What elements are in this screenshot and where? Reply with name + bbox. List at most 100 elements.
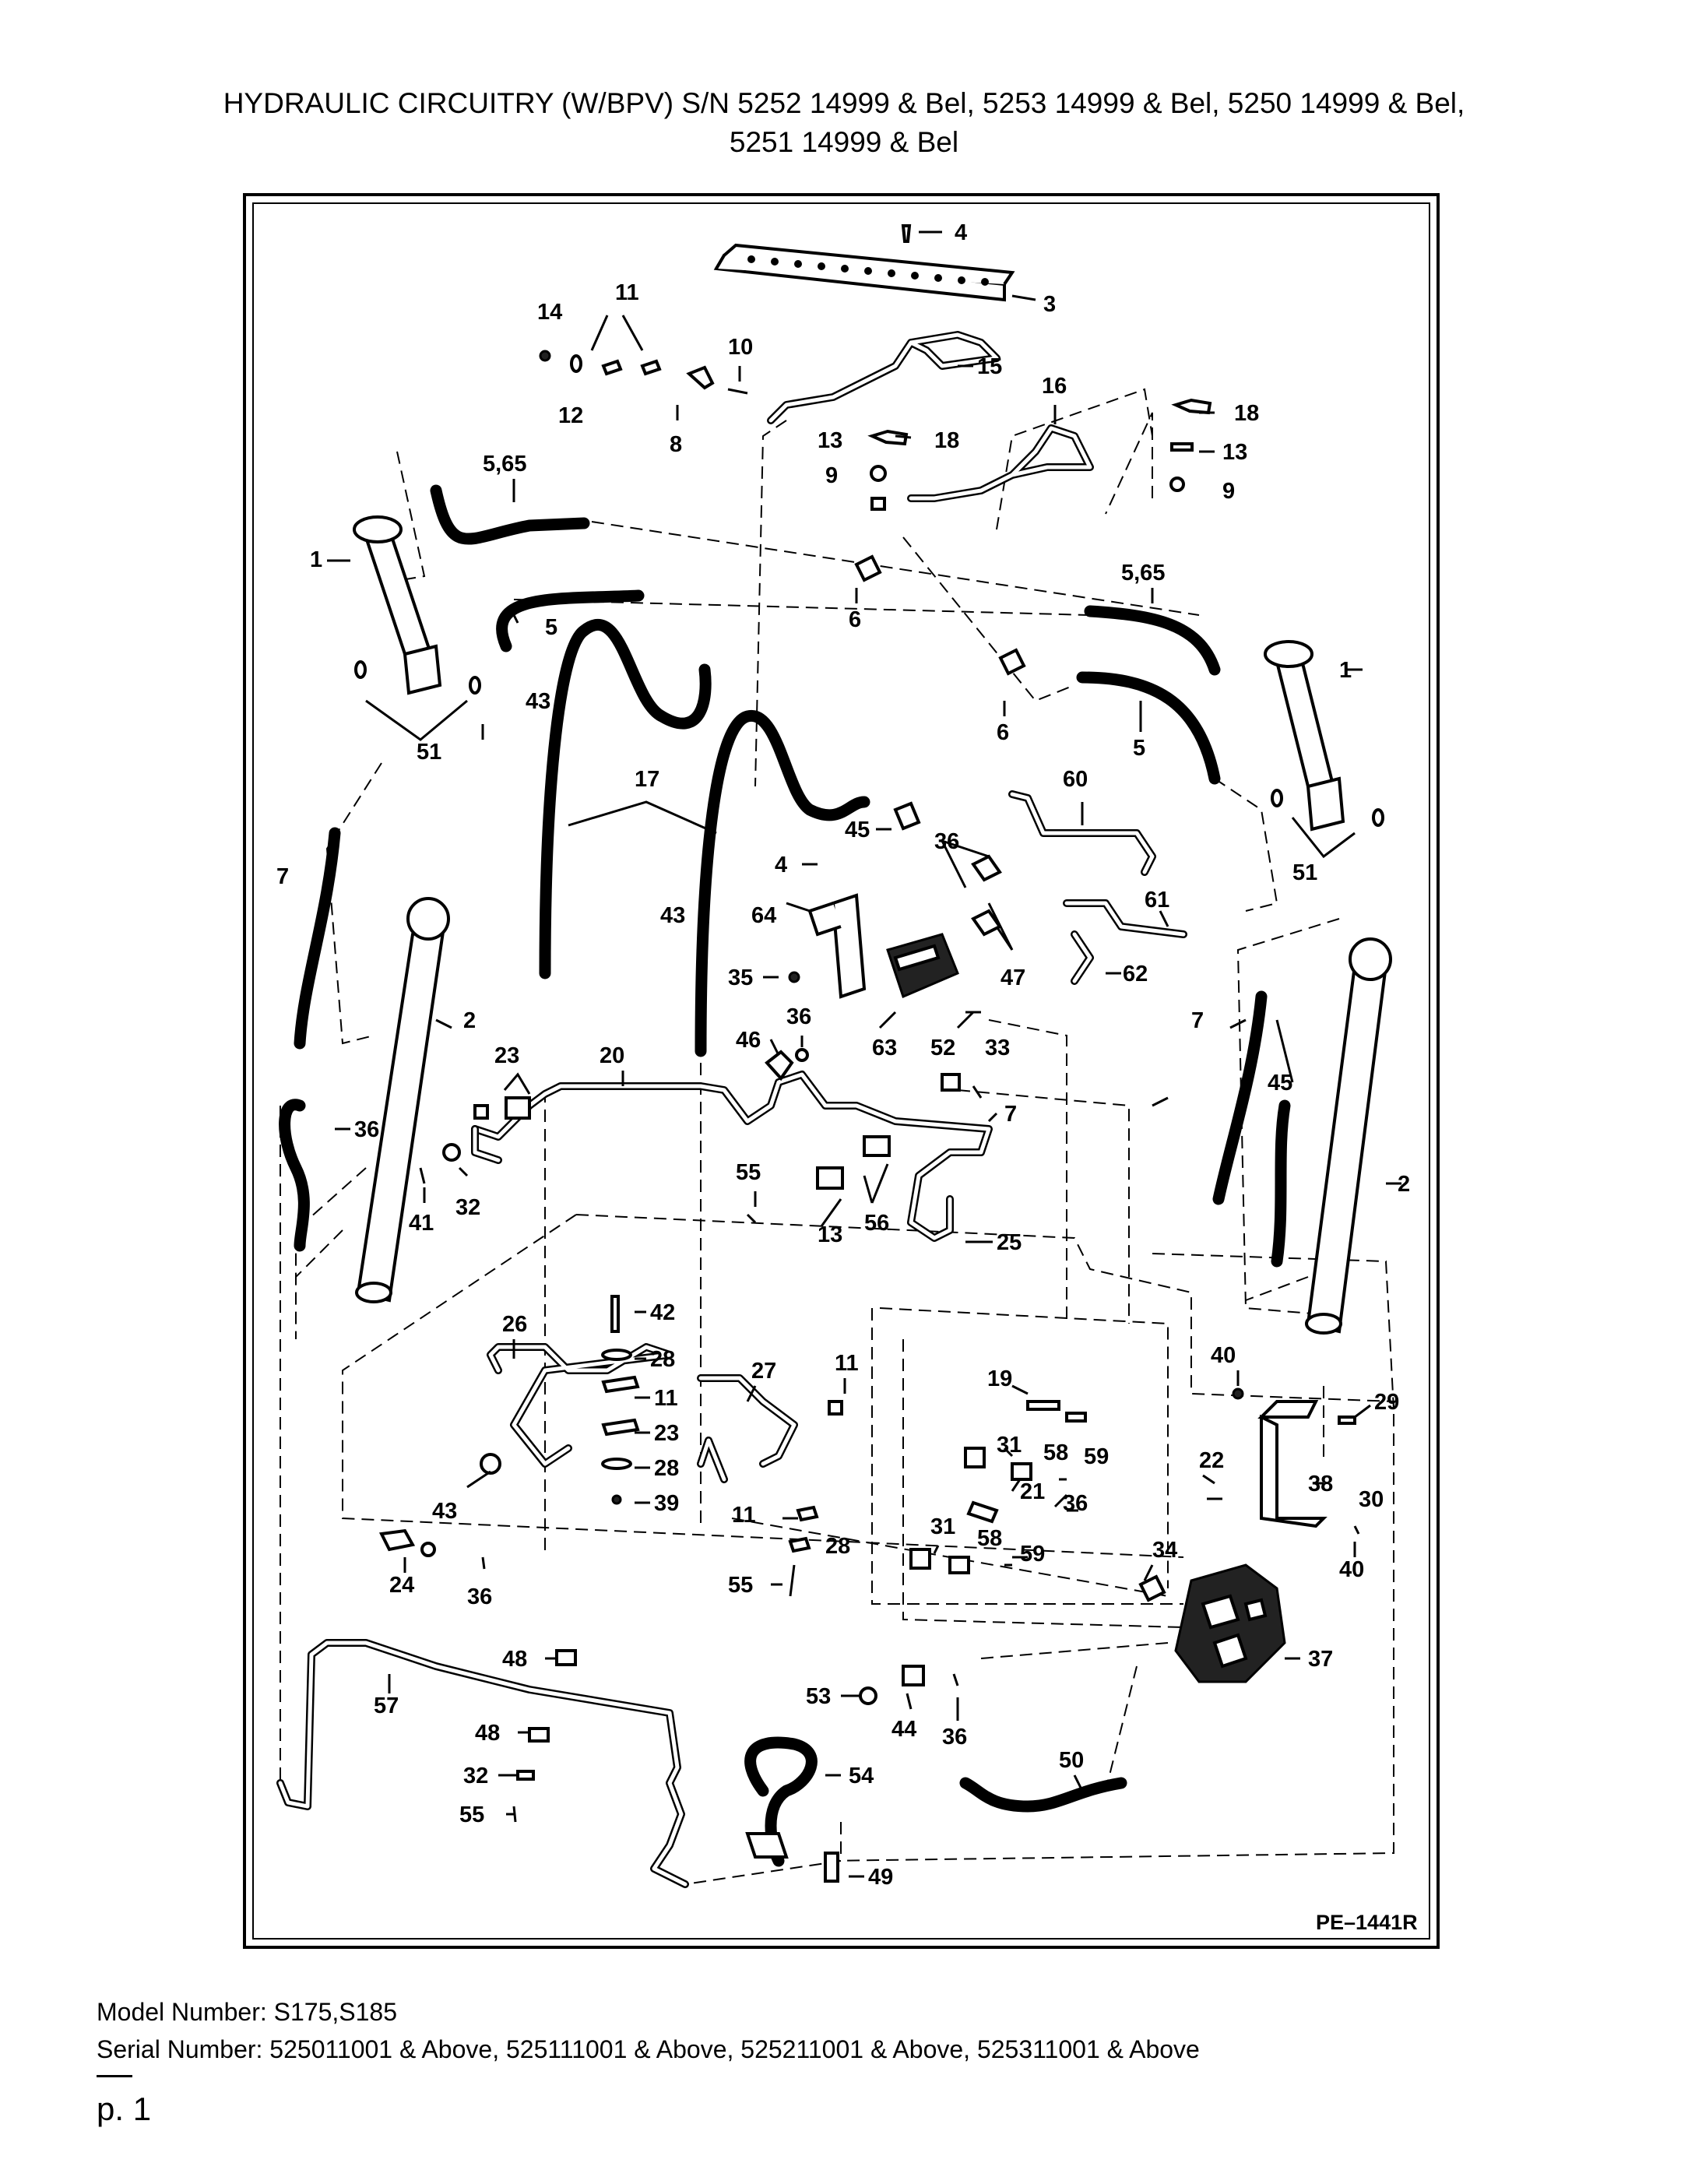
callout-59: 59 xyxy=(1084,1444,1109,1469)
callout-13b: 13 xyxy=(1222,440,1247,465)
callout-8: 8 xyxy=(670,432,682,457)
callout-21: 21 xyxy=(1020,1479,1045,1504)
clamps-48 xyxy=(512,1649,577,1823)
cylinder-2-right xyxy=(1305,937,1392,1335)
callout-12: 12 xyxy=(558,403,583,428)
callout-45: 45 xyxy=(845,818,870,842)
callout-39: 39 xyxy=(654,1491,679,1516)
callout-49: 49 xyxy=(868,1865,893,1890)
callout-41: 41 xyxy=(409,1211,434,1236)
callout-17: 17 xyxy=(635,767,659,792)
callout-6b: 6 xyxy=(997,720,1009,745)
callout-2-right: 2 xyxy=(1398,1172,1410,1197)
callout-5-right: 5 xyxy=(1133,736,1145,761)
callout-63: 63 xyxy=(872,1036,897,1060)
callout-3: 3 xyxy=(1043,292,1056,317)
callout-1-right: 1 xyxy=(1339,658,1352,683)
callout-23: 23 xyxy=(494,1043,519,1068)
clamp-stack xyxy=(480,1295,640,1505)
callout-31b: 31 xyxy=(930,1514,955,1539)
tube-20-25 xyxy=(471,1048,993,1242)
cylinder-1-left xyxy=(353,515,481,695)
callout-62: 62 xyxy=(1123,962,1148,986)
main-valve-37 xyxy=(1138,1563,1286,1683)
callout-55b: 55 xyxy=(728,1573,753,1598)
callout-24: 24 xyxy=(389,1573,414,1598)
callout-13c: 13 xyxy=(818,1222,842,1247)
serial-number: Serial Number: 525011001 & Above, 525111… xyxy=(97,2035,1200,2063)
diagram-frame-outer xyxy=(243,193,1440,1949)
callout-36d: 36 xyxy=(1063,1491,1088,1516)
callout-42: 42 xyxy=(650,1300,675,1325)
callout-18b: 18 xyxy=(934,428,959,453)
callout-55c: 55 xyxy=(459,1802,484,1827)
callout-52: 45 xyxy=(1268,1071,1292,1096)
brackets-23-56 xyxy=(419,1096,891,1224)
callout-32b: 32 xyxy=(463,1764,488,1788)
bracket-38 xyxy=(1207,1387,1360,1535)
callout-7-left-bottom: 36 xyxy=(354,1117,379,1142)
callout-9: 9 xyxy=(825,463,838,488)
callout-55: 55 xyxy=(736,1160,761,1185)
callout-4b: 4 xyxy=(775,853,787,877)
part-4-bolt-top xyxy=(901,224,912,243)
callout-54: 54 xyxy=(849,1764,874,1788)
callout-31: 31 xyxy=(997,1433,1022,1458)
callout-14: 14 xyxy=(537,300,562,325)
callout-45b: 33 xyxy=(985,1036,1010,1060)
callout-58b: 58 xyxy=(977,1526,1002,1551)
callout-1-left: 1 xyxy=(310,547,322,572)
callout-47: 47 xyxy=(1000,965,1025,990)
callout-32: 32 xyxy=(455,1195,480,1220)
callout-6: 6 xyxy=(849,607,861,632)
callout-48: 48 xyxy=(502,1647,527,1672)
callout-18: 18 xyxy=(1234,401,1259,426)
callout-29: 29 xyxy=(1374,1390,1399,1415)
part-3-plate xyxy=(713,243,1015,302)
tube-57 xyxy=(276,1639,689,1888)
hoses-upper xyxy=(430,484,1221,785)
callout-28b: 28 xyxy=(654,1456,679,1481)
callout-4: 4 xyxy=(955,220,967,245)
hoses-17 xyxy=(539,619,870,1057)
callout-40b: 40 xyxy=(1339,1557,1364,1582)
callout-38: 38 xyxy=(1308,1472,1333,1496)
callout-labels: 4 3 14 11 10 15 12 8 16 18 13 18 9 13 5,… xyxy=(276,220,1410,1890)
title-line-2: 5251 14999 & Bel xyxy=(729,126,959,158)
callout-59b: 59 xyxy=(1020,1542,1045,1567)
callout-43b: 43 xyxy=(660,903,685,928)
callout-37: 37 xyxy=(1308,1647,1333,1672)
callout-11b: 11 xyxy=(835,1351,859,1376)
callout-19: 19 xyxy=(987,1366,1012,1391)
callout-15: 15 xyxy=(977,354,1002,379)
tube-16 xyxy=(907,424,1094,502)
page-title: HYDRAULIC CIRCUITRY (W/BPV) S/N 5252 149… xyxy=(0,84,1688,162)
footer-rule xyxy=(97,2075,132,2077)
callout-11d: 11 xyxy=(732,1503,756,1528)
cylinder-2-left xyxy=(355,897,450,1303)
title-line-1: HYDRAULIC CIRCUITRY (W/BPV) S/N 5252 149… xyxy=(223,87,1465,119)
drawing-reference-code: PE–1441R xyxy=(1316,1911,1418,1934)
callout-44: 44 xyxy=(891,1717,916,1742)
callout-36: 36 xyxy=(934,829,959,854)
callout-43: 43 xyxy=(526,689,550,714)
callout-57: 57 xyxy=(374,1693,399,1718)
diagram-frame-inner xyxy=(252,202,1430,1940)
callout-50: 50 xyxy=(1059,1748,1084,1773)
callout-28c: 28 xyxy=(825,1534,850,1559)
callout-34: 34 xyxy=(1152,1538,1177,1563)
tubes-26-27 xyxy=(487,1343,798,1483)
callout-20: 20 xyxy=(600,1043,624,1068)
callout-5-65-right: 5,65 xyxy=(1121,561,1165,586)
callout-16: 16 xyxy=(1042,374,1067,399)
hoses-7 xyxy=(279,827,1291,1268)
callout-7-left-top: 7 xyxy=(276,864,289,889)
valve-63-bracket-64 xyxy=(788,801,1002,1014)
callout-46: 46 xyxy=(736,1028,761,1053)
callout-11c: 11 xyxy=(654,1386,678,1411)
callout-13: 13 xyxy=(818,428,842,453)
callout-51-left: 51 xyxy=(417,740,441,765)
callout-40: 40 xyxy=(1211,1343,1236,1368)
callout-30: 30 xyxy=(1359,1487,1384,1512)
